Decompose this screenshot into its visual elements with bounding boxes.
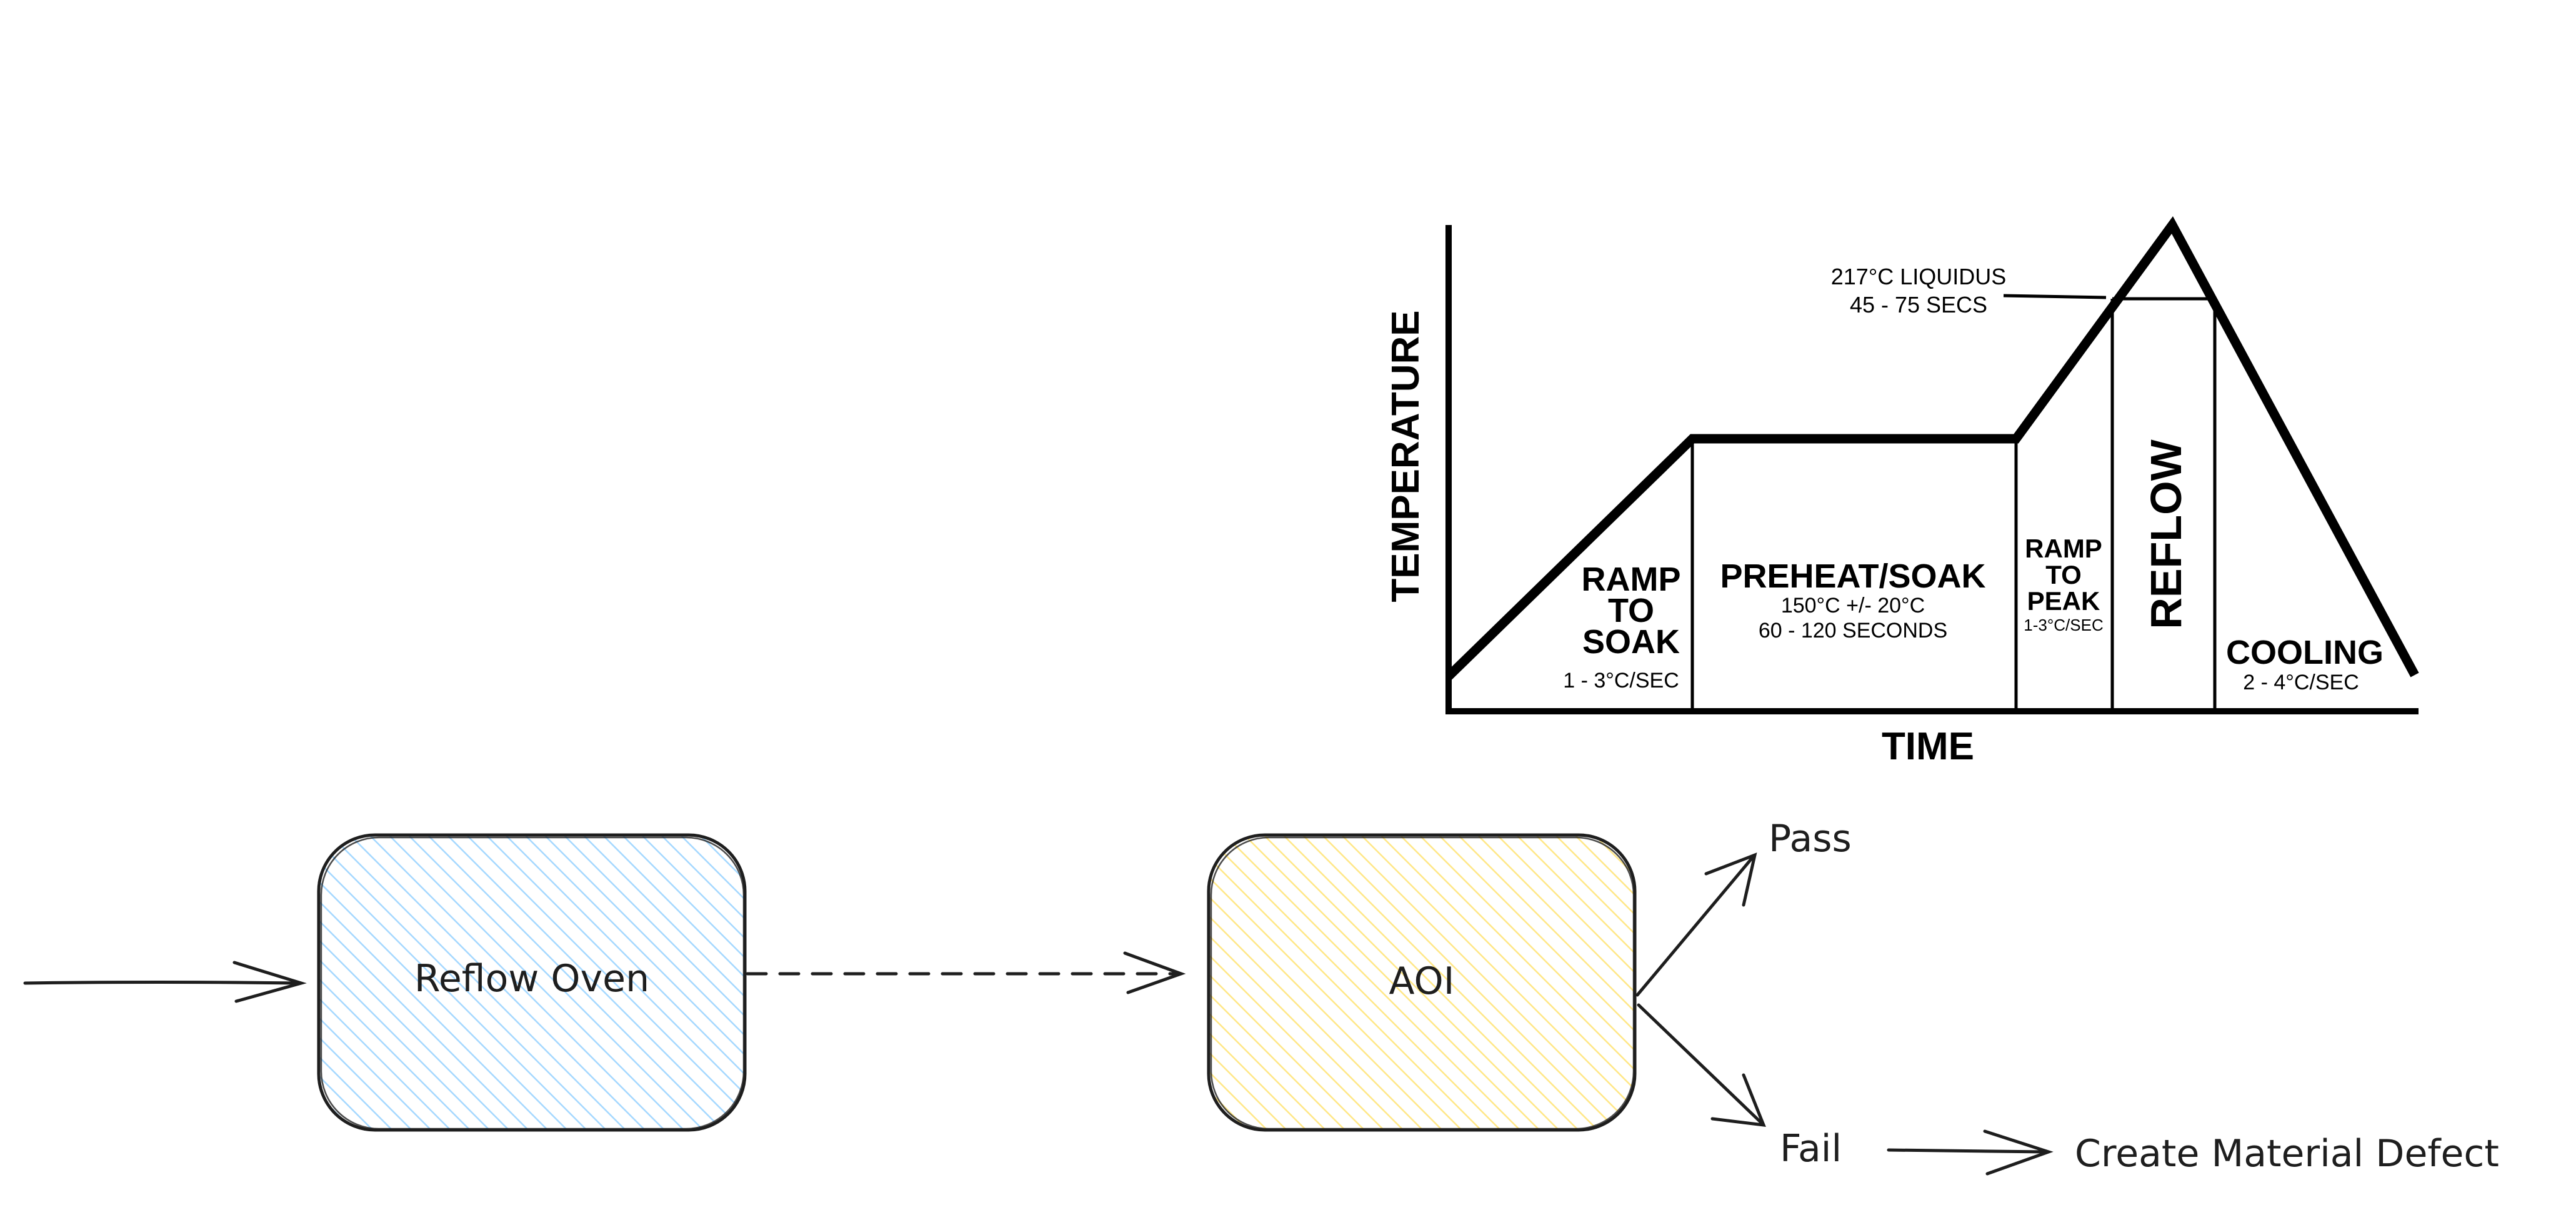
zone-preheat-soak: PREHEAT/SOAK 150°C +/- 20°C 60 - 120 SEC… xyxy=(1720,558,1985,642)
dashed-connector-arrow xyxy=(746,951,1186,994)
zone-reflow-title: REFLOW xyxy=(2142,439,2190,629)
zone-title: PREHEAT/SOAK xyxy=(1720,558,1985,595)
create-material-defect-label: Create Material Defect xyxy=(2075,1132,2499,1176)
pass-label: Pass xyxy=(1769,817,1852,861)
reflow-oven-label: Reflow Oven xyxy=(414,957,649,1001)
zone-label: TO xyxy=(1608,592,1654,629)
reflow-profile: TEMPERATURE TIME 217°C LIQUIDUS 45 - 75 … xyxy=(1384,216,2419,768)
zone-label: RAMP xyxy=(2025,534,2102,563)
defect-arrow xyxy=(1887,1129,2054,1176)
aoi-label: AOI xyxy=(1389,959,1455,1003)
zone-rate: 1-3°C/SEC xyxy=(2024,616,2103,634)
zone-ramp-to-soak: RAMP TO SOAK 1 - 3°C/SEC xyxy=(1563,561,1680,692)
zone-duration: 60 - 120 SECONDS xyxy=(1759,619,1947,642)
fail-arrow xyxy=(1637,1003,1766,1127)
y-axis-title: TEMPERATURE xyxy=(1384,310,1427,602)
zone-cooling: COOLING 2 - 4°C/SEC xyxy=(2226,634,2384,694)
temperature-profile-line xyxy=(1445,216,2419,680)
liquidus-label: 217°C LIQUIDUS xyxy=(1831,264,2007,289)
process-flow: Reflow Oven AOI Pass Fail xyxy=(23,817,2499,1176)
x-axis-title: TIME xyxy=(1882,725,1974,768)
zone-ramp-to-peak: RAMP TO PEAK 1-3°C/SEC xyxy=(2024,534,2103,634)
pass-arrow xyxy=(1635,852,1757,997)
entry-arrow xyxy=(23,961,307,1003)
zone-rate: 1 - 3°C/SEC xyxy=(1563,669,1679,692)
liquidus-leader xyxy=(2003,294,2107,299)
zone-label: PEAK xyxy=(2027,586,2100,616)
zone-temperature: 150°C +/- 20°C xyxy=(1781,594,1925,618)
zone-label: RAMP xyxy=(1582,561,1681,598)
reflow-oven-node[interactable]: Reflow Oven xyxy=(317,833,747,1132)
liquidus-duration: 45 - 75 SECS xyxy=(1850,292,1987,318)
zone-label: TO xyxy=(2045,560,2082,589)
aoi-node[interactable]: AOI xyxy=(1207,833,1637,1132)
fail-label: Fail xyxy=(1780,1127,1842,1171)
zone-title: COOLING xyxy=(2226,634,2384,671)
zone-label: SOAK xyxy=(1582,623,1680,661)
zone-rate: 2 - 4°C/SEC xyxy=(2243,671,2359,694)
